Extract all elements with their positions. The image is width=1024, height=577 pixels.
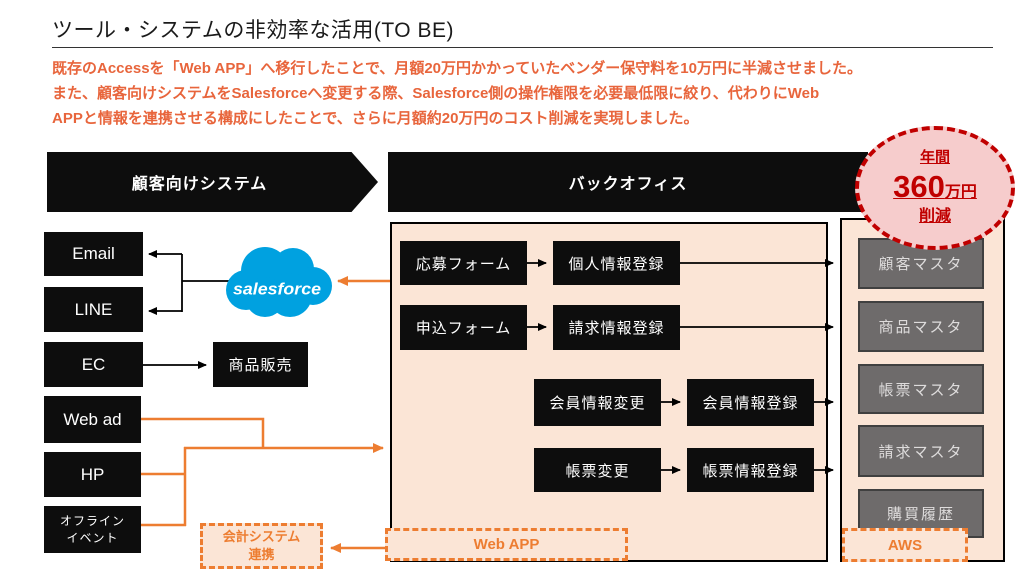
channel-hp: HP (44, 452, 141, 497)
channel-ec: EC (44, 342, 143, 387)
box-order-form: 申込フォーム (400, 305, 527, 350)
box-form-info-registration: 帳票情報登録 (687, 448, 814, 492)
annual-savings-badge: 年間 360万円 削減 (855, 126, 1015, 250)
channel-offline-event: オフラインイベント (44, 506, 141, 553)
channel-email: Email (44, 232, 143, 276)
page-title: ツール・システムの非効率な活用(TO BE) (52, 19, 454, 42)
db-billing-master: 請求マスタ (858, 425, 984, 477)
description-line: また、顧客向けシステムをSalesforceへ変更する際、Salesforce側… (52, 85, 820, 102)
badge-amount: 360万円 (893, 169, 977, 204)
db-product-master: 商品マスタ (858, 301, 984, 352)
description-line: 既存のAccessを「Web APP」へ移行したことで、月額20万円かかっていた… (52, 60, 862, 77)
line-webad-connector (141, 417, 265, 448)
title-divider (52, 47, 993, 48)
description-line: APPと情報を連携させる構成にしたことで、さらに月額約20万円のコスト削減を実現… (52, 110, 699, 127)
box-application-form: 応募フォーム (400, 241, 527, 285)
box-billing-info-registration: 請求情報登録 (553, 305, 680, 350)
accounting-system-link-box: 会計システム 連携 (200, 523, 323, 569)
channel-line: LINE (44, 287, 143, 332)
box-form-change: 帳票変更 (534, 448, 661, 492)
salesforce-logo: salesforce (226, 247, 332, 317)
webapp-label: Web APP (385, 528, 628, 561)
product-sales-box: 商品販売 (213, 342, 308, 387)
aws-label: AWS (842, 528, 968, 562)
lane-header-backoffice: バックオフィス (388, 152, 868, 212)
db-form-master: 帳票マスタ (858, 364, 984, 414)
box-member-info-registration: 会員情報登録 (687, 379, 814, 426)
lane-header-customer-system: 顧客向けシステム (47, 152, 378, 212)
channel-web-ad: Web ad (44, 396, 141, 443)
description-paragraph: 既存のAccessを「Web APP」へ移行したことで、月額20万円かかっていた… (52, 56, 1012, 131)
box-member-info-change: 会員情報変更 (534, 379, 661, 426)
box-personal-info-registration: 個人情報登録 (553, 241, 680, 285)
salesforce-cloud-icon (226, 247, 332, 317)
badge-action-label: 削減 (918, 207, 951, 225)
badge-period-label: 年間 (919, 149, 950, 167)
salesforce-wordmark: salesforce (233, 279, 321, 298)
